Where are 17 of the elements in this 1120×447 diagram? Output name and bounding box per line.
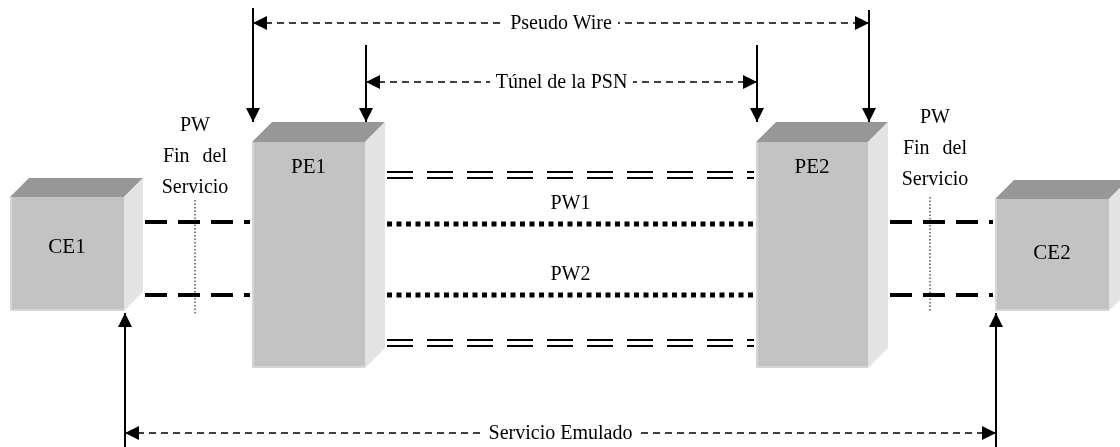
double-dashed-line bbox=[386, 171, 755, 179]
device-label: PE1 bbox=[290, 154, 327, 179]
dashed-line bbox=[890, 220, 993, 224]
dashed-line bbox=[145, 293, 250, 297]
device-label: CE1 bbox=[47, 234, 87, 259]
edge-label: PW1 bbox=[550, 191, 591, 214]
service-end-label: PW Fin del Servicio bbox=[161, 112, 229, 199]
dashed-line bbox=[890, 293, 993, 297]
dotted-line bbox=[387, 221, 754, 227]
double-dashed-line bbox=[386, 339, 755, 347]
device-label: PE2 bbox=[793, 154, 831, 179]
edge-label: PW2 bbox=[550, 262, 591, 285]
service-end-label: PW Fin del Servicio bbox=[901, 104, 969, 191]
span-arrow bbox=[246, 7, 876, 123]
dotted-line bbox=[387, 292, 754, 298]
device-label: CE2 bbox=[1032, 240, 1072, 265]
dashed-line bbox=[145, 220, 250, 224]
